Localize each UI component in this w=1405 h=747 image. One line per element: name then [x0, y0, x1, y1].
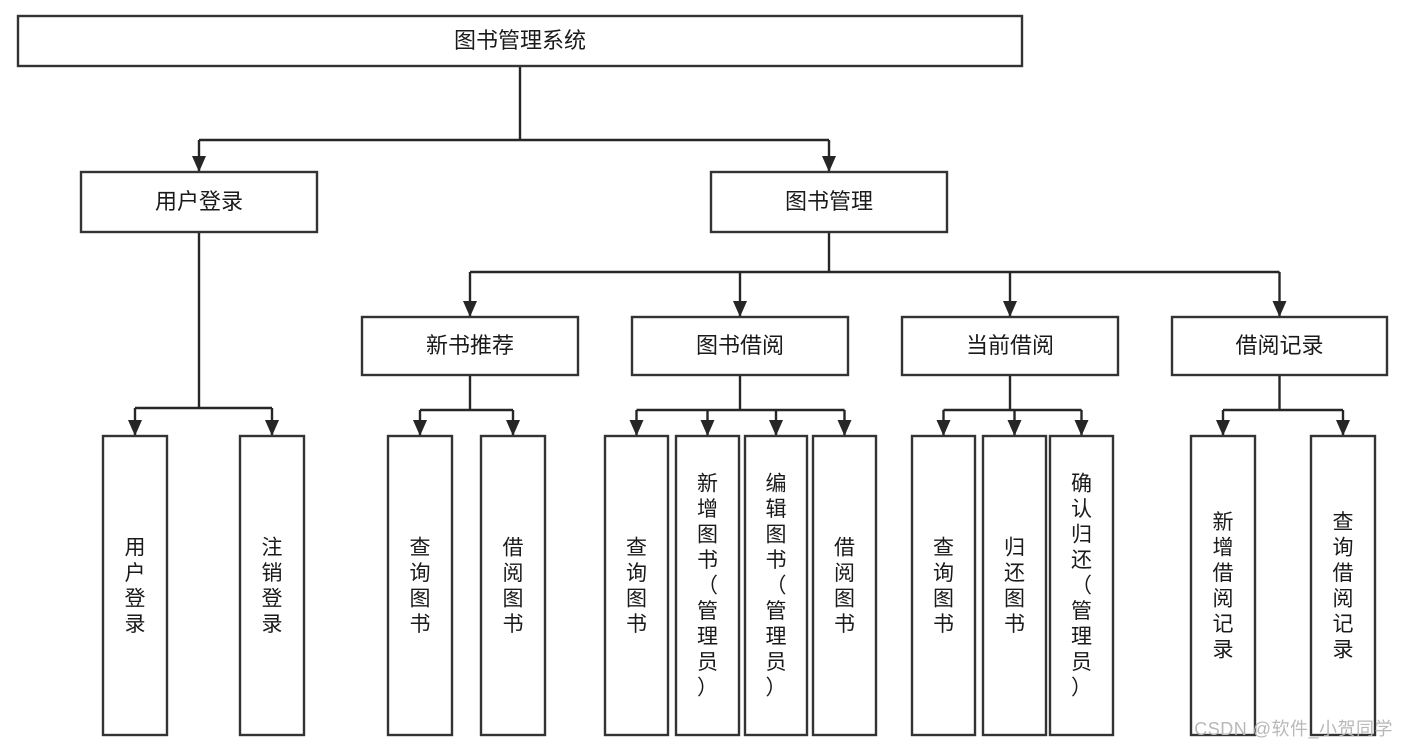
- node-box: [101, 434, 169, 737]
- node-current-borrow[interactable]: 当前借阅: [900, 315, 1120, 377]
- arrow-head-icon: [700, 420, 715, 436]
- arrow-head-icon: [629, 420, 644, 436]
- node-leaf-borrow-book-2[interactable]: 借阅图书: [811, 434, 878, 737]
- node-box: [1309, 434, 1377, 737]
- node-box: [743, 434, 809, 737]
- arrow-head-icon: [733, 301, 747, 317]
- connector-layer: [128, 66, 1350, 436]
- node-leaf-confirm-return[interactable]: 确认归还（管理员）: [1048, 434, 1115, 737]
- node-layer: 图书管理系统用户登录图书管理新书推荐图书借阅当前借阅借阅记录用户登录注销登录查询…: [16, 14, 1389, 737]
- node-box: [1048, 434, 1115, 737]
- node-label: 新增借阅记录: [1213, 511, 1234, 662]
- node-label: 编辑图书（管理员）: [766, 473, 787, 700]
- node-leaf-add-book[interactable]: 新增图书（管理员）: [674, 434, 741, 737]
- arrow-head-icon: [265, 420, 279, 436]
- node-box: [603, 434, 670, 737]
- node-box: [386, 434, 454, 737]
- node-book-borrow[interactable]: 图书借阅: [630, 315, 850, 377]
- node-label: 注销登录: [262, 536, 283, 636]
- node-box: [981, 434, 1048, 737]
- arrow-head-icon: [936, 420, 951, 436]
- node-box: [238, 434, 306, 737]
- node-label: 新增图书（管理员）: [697, 473, 718, 700]
- node-label: 归还图书: [1004, 536, 1025, 636]
- node-box: [630, 315, 850, 377]
- arrow-head-icon: [463, 301, 477, 317]
- node-leaf-user-logout[interactable]: 注销登录: [238, 434, 306, 737]
- node-label: 借阅图书: [834, 536, 855, 636]
- node-book-manage[interactable]: 图书管理: [709, 170, 949, 234]
- node-leaf-query-book-2[interactable]: 查询图书: [603, 434, 670, 737]
- node-box: [910, 434, 977, 737]
- node-box: [1189, 434, 1257, 737]
- arrow-head-icon: [128, 420, 142, 436]
- node-label: 新书推荐: [426, 333, 514, 358]
- node-label: 查询图书: [626, 536, 647, 636]
- node-box: [709, 170, 949, 234]
- node-label: 查询借阅记录: [1333, 511, 1354, 662]
- node-box: [479, 434, 547, 737]
- arrow-head-icon: [769, 420, 783, 436]
- node-label: 图书借阅: [696, 333, 784, 358]
- node-label: 确认归还（管理员）: [1071, 473, 1092, 700]
- arrow-head-icon: [192, 156, 206, 172]
- arrow-head-icon: [506, 420, 520, 436]
- arrow-head-icon: [837, 420, 852, 436]
- node-new-book-recommend[interactable]: 新书推荐: [360, 315, 580, 377]
- node-label: 当前借阅: [966, 333, 1054, 358]
- arrow-head-icon: [1216, 420, 1230, 436]
- node-label: 借阅记录: [1235, 333, 1323, 358]
- node-leaf-borrow-book-1[interactable]: 借阅图书: [479, 434, 547, 737]
- node-label: 图书管理: [785, 189, 873, 214]
- node-box: [674, 434, 741, 737]
- node-leaf-query-book-3[interactable]: 查询图书: [910, 434, 977, 737]
- arrow-head-icon: [822, 156, 836, 172]
- arrow-head-icon: [413, 420, 427, 436]
- node-box: [1170, 315, 1389, 377]
- node-leaf-user-login[interactable]: 用户登录: [101, 434, 169, 737]
- arrow-head-icon: [1272, 301, 1287, 317]
- node-label: 查询图书: [410, 536, 431, 636]
- node-leaf-edit-book[interactable]: 编辑图书（管理员）: [743, 434, 809, 737]
- node-box: [811, 434, 878, 737]
- node-label: 查询图书: [933, 536, 954, 636]
- node-leaf-add-record[interactable]: 新增借阅记录: [1189, 434, 1257, 737]
- arrow-head-icon: [1074, 420, 1089, 436]
- node-box: [360, 315, 580, 377]
- node-label: 图书管理系统: [454, 28, 586, 53]
- node-leaf-query-book-1[interactable]: 查询图书: [386, 434, 454, 737]
- node-box: [900, 315, 1120, 377]
- node-user-login[interactable]: 用户登录: [79, 170, 319, 234]
- node-label: 用户登录: [155, 189, 243, 214]
- node-label: 借阅图书: [503, 536, 524, 636]
- node-root[interactable]: 图书管理系统: [16, 14, 1024, 68]
- node-leaf-return-book[interactable]: 归还图书: [981, 434, 1048, 737]
- node-box: [79, 170, 319, 234]
- arrow-head-icon: [1007, 420, 1022, 436]
- arrow-head-icon: [1336, 420, 1350, 436]
- arrow-head-icon: [1003, 301, 1017, 317]
- node-box: [16, 14, 1024, 68]
- node-leaf-query-record[interactable]: 查询借阅记录: [1309, 434, 1377, 737]
- node-label: 用户登录: [125, 536, 146, 636]
- node-borrow-record[interactable]: 借阅记录: [1170, 315, 1389, 377]
